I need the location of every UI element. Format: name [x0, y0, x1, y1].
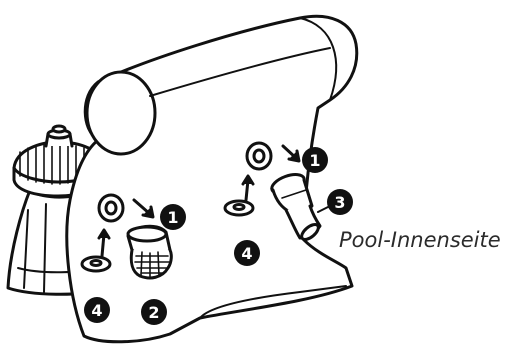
pool-wall [65, 14, 359, 344]
badge-3-label: 3 [334, 193, 345, 212]
badge-2: 2 [141, 299, 167, 325]
badge-4-right-label: 4 [241, 244, 252, 263]
badge-1-right: 1 [302, 147, 328, 173]
badge-1-left: 1 [160, 204, 186, 230]
left-nozzle [126, 224, 173, 280]
badge-2-label: 2 [148, 303, 159, 322]
badge-1-left-label: 1 [167, 208, 178, 227]
badge-4-left: 4 [84, 297, 110, 323]
right-fitting-group [223, 141, 335, 241]
left-fitting-group [80, 193, 173, 280]
badge-4-right: 4 [234, 240, 260, 266]
callout-badges: 1 2 4 1 3 4 [84, 147, 353, 325]
badge-4-left-label: 4 [91, 301, 102, 320]
right-elbow-nozzle [270, 172, 322, 241]
badge-1-right-label: 1 [309, 151, 320, 170]
pool-inside-caption: Pool-Innenseite [339, 228, 501, 252]
badge-3: 3 [327, 189, 353, 215]
